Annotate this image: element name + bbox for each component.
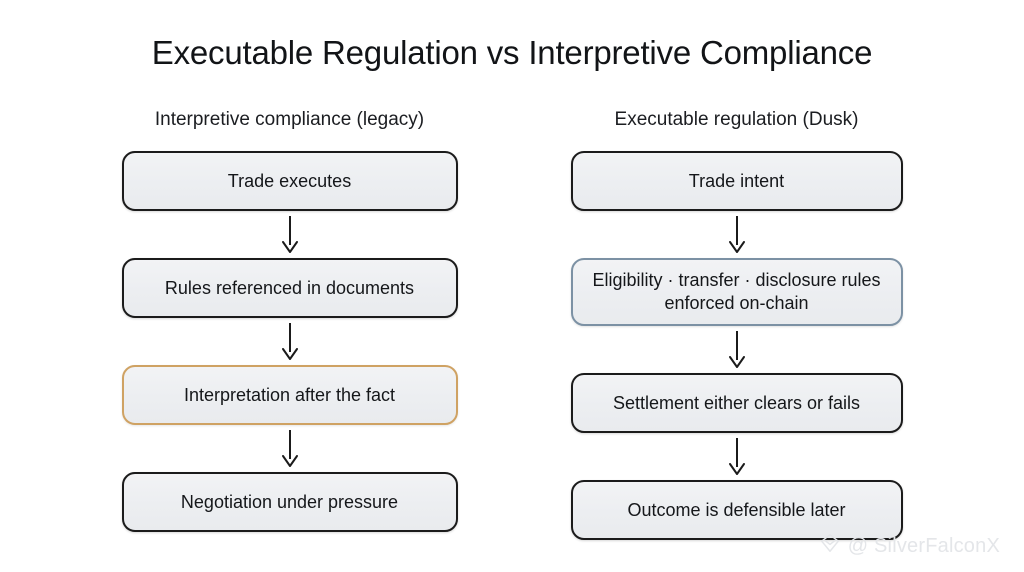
- flowchart-columns: Interpretive compliance (legacy) Trade e…: [0, 108, 1024, 540]
- diamond-logo-icon: [819, 532, 841, 560]
- flow-node-label: Trade intent: [688, 170, 785, 191]
- column-header-right: Executable regulation (Dusk): [614, 109, 859, 130]
- column-header-left: Interpretive compliance (legacy): [154, 109, 425, 130]
- flow-arrow-right-3: [724, 433, 750, 480]
- flow-arrow-left-1: [277, 211, 303, 258]
- flow-node-rules-referenced[interactable]: Rules referenced in documents: [121, 258, 458, 318]
- flow-column-interpretive-compliance: Interpretive compliance (legacy) Trade e…: [121, 108, 458, 540]
- flow-node-label: Negotiation under pressure: [180, 491, 399, 512]
- flow-node-trade-executes[interactable]: Trade executes: [121, 151, 458, 211]
- flow-arrow-left-2: [277, 318, 303, 365]
- flow-node-outcome-defensible-later[interactable]: Outcome is defensible later: [570, 480, 903, 540]
- flow-node-label: Eligibility · transfer · disclosure rule…: [592, 270, 881, 313]
- flow-node-trade-intent[interactable]: Trade intent: [570, 151, 903, 211]
- flow-node-interpretation-after-the-fact[interactable]: Interpretation after the fact: [121, 365, 458, 425]
- flow-node-rules-enforced-on-chain[interactable]: Eligibility · transfer · disclosure rule…: [570, 258, 903, 326]
- flow-node-settlement-clears-or-fails[interactable]: Settlement either clears or fails: [570, 373, 903, 433]
- flow-node-label: Outcome is defensible later: [627, 499, 846, 520]
- flow-arrow-left-3: [277, 425, 303, 472]
- flow-column-executable-regulation: Executable regulation (Dusk) Trade inten…: [570, 108, 903, 540]
- flow-node-label: Settlement either clears or fails: [612, 392, 861, 413]
- flow-node-label: Trade executes: [227, 170, 352, 191]
- flow-node-label: Rules referenced in documents: [164, 277, 415, 298]
- watermark: @ SilverFalconX: [819, 532, 1000, 560]
- flow-node-label: Interpretation after the fact: [183, 384, 396, 405]
- flow-node-negotiation-under-pressure[interactable]: Negotiation under pressure: [121, 472, 458, 532]
- page-title: Executable Regulation vs Interpretive Co…: [151, 34, 873, 71]
- flow-arrow-right-2: [724, 326, 750, 373]
- watermark-handle: @ SilverFalconX: [847, 535, 1000, 557]
- flow-arrow-right-1: [724, 211, 750, 258]
